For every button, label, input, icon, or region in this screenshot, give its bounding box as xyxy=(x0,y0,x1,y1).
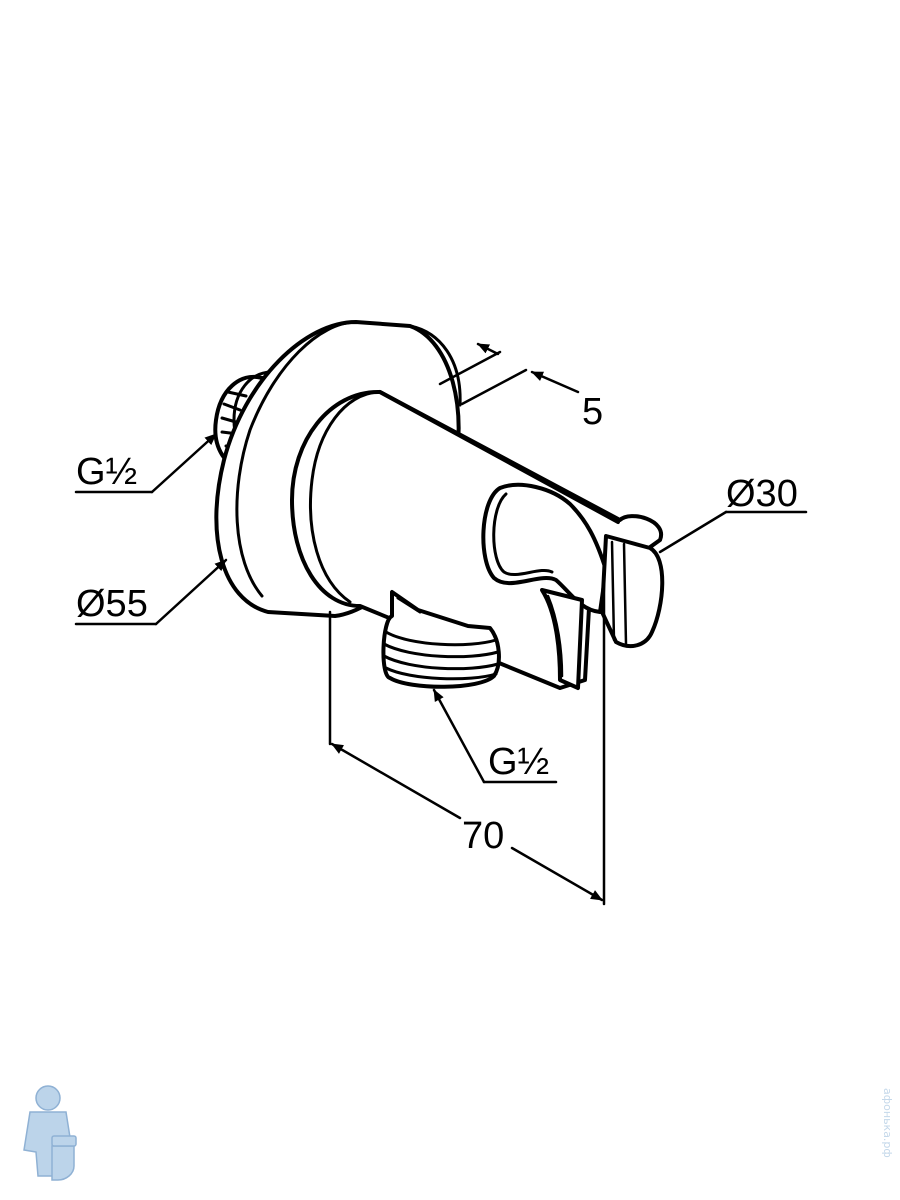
wall-outlet-part xyxy=(213,320,665,690)
extension-line-flange-a xyxy=(438,350,502,386)
dimension-line-flange xyxy=(476,342,500,356)
leader-thread-top xyxy=(150,432,218,494)
dimension-lines xyxy=(74,342,808,906)
holder-cradle xyxy=(481,482,665,690)
label-flange-diameter: Ø55 xyxy=(76,583,148,625)
label-holder-diameter: Ø30 xyxy=(726,473,798,515)
watermark-vertical-text: афонька.рф xyxy=(881,1088,894,1158)
bottom-thread-connector xyxy=(381,590,501,689)
label-flange-thickness: 5 xyxy=(582,391,603,433)
plumber-mascot-icon xyxy=(23,1085,77,1181)
leader-holder-diameter xyxy=(658,510,728,554)
leader-thread-bottom xyxy=(432,688,486,784)
leader-flange-diameter xyxy=(154,558,228,626)
label-thread-bottom: G½ xyxy=(488,741,549,783)
dimension-line-length-a xyxy=(330,742,462,820)
dimension-line-length-b xyxy=(510,846,604,902)
label-length: 70 xyxy=(462,815,504,857)
label-thread-top: G½ xyxy=(76,451,137,493)
dimension-labels: G½ Ø55 G½ 70 5 Ø30 xyxy=(76,391,798,857)
extension-line-flange-b xyxy=(460,368,528,406)
